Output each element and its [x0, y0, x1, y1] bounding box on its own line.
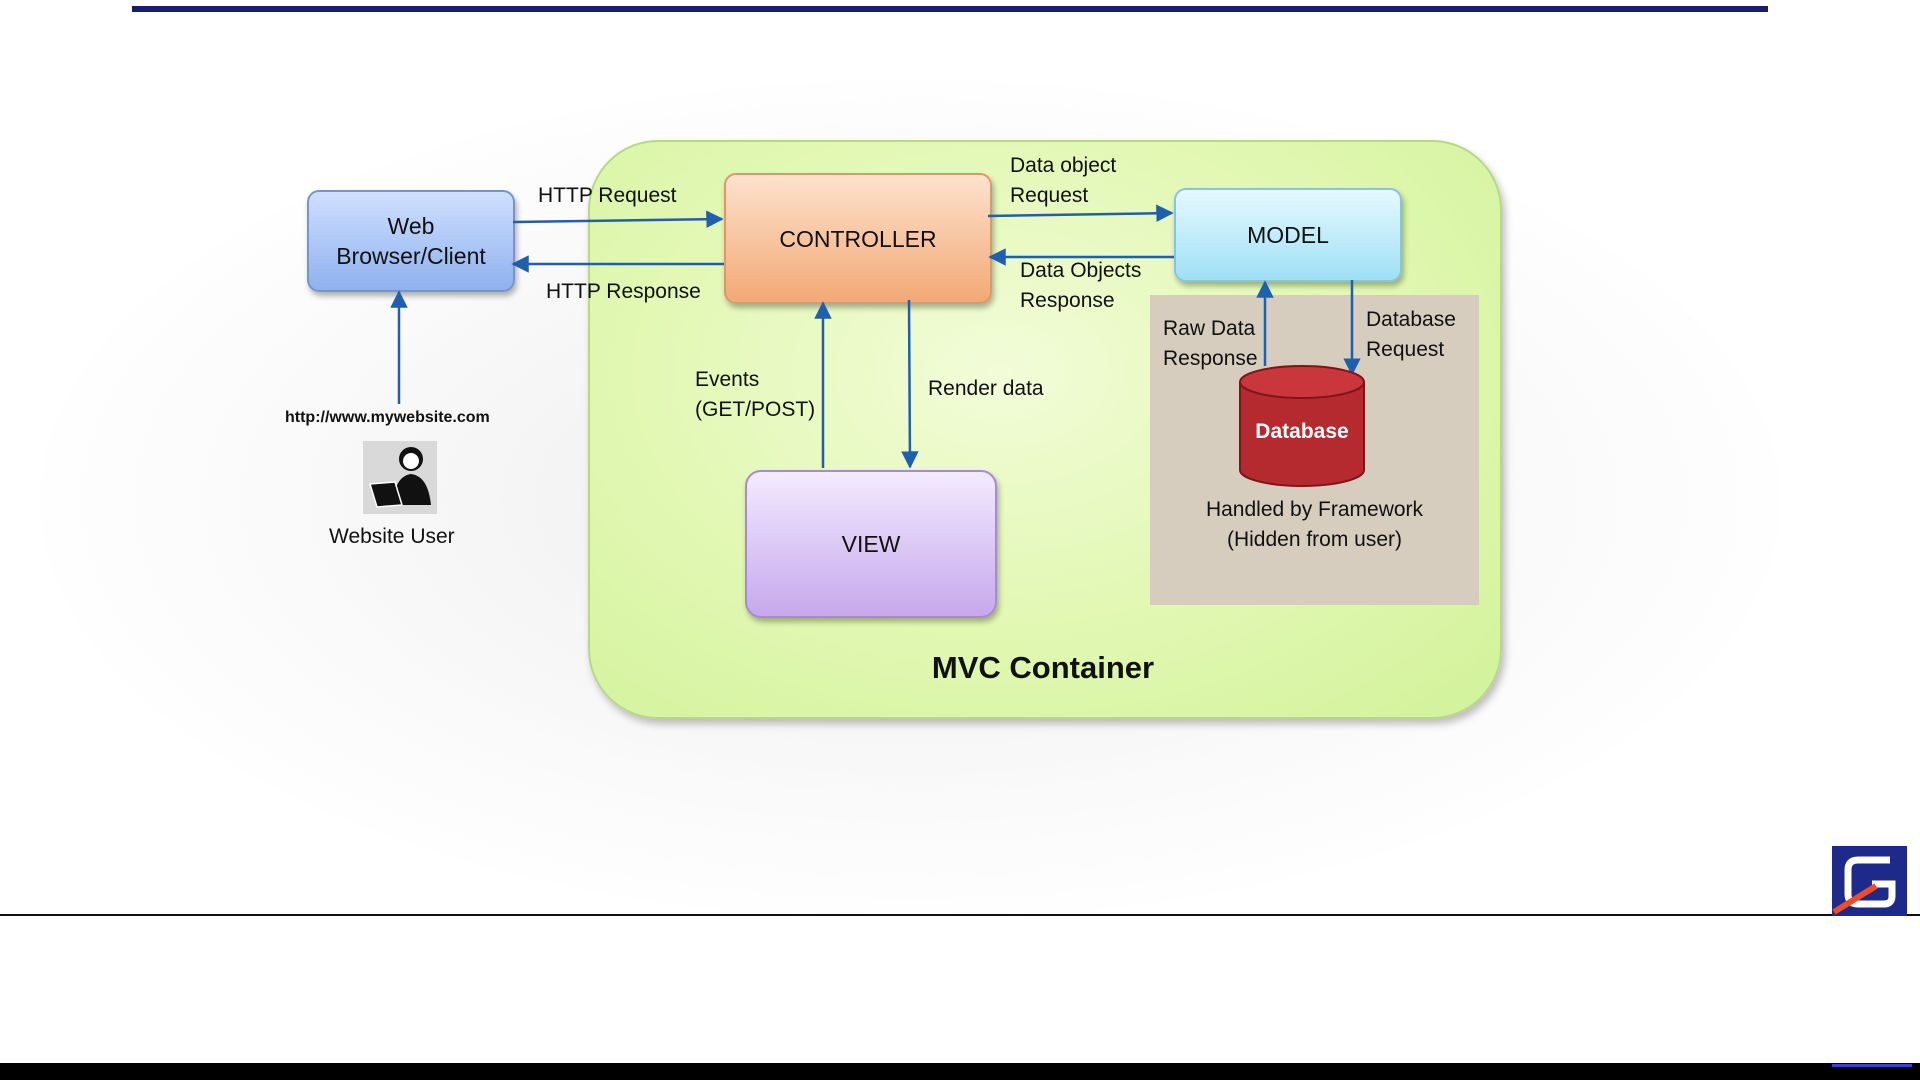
website-user-label: Website User	[329, 525, 455, 548]
http-request-label: HTTP Request	[538, 184, 677, 207]
bottom-divider	[0, 914, 1920, 916]
web-browser-node: Web Browser/Client	[307, 190, 515, 292]
http-request-arrow	[512, 210, 724, 228]
events-label-2: (GET/POST)	[695, 398, 816, 421]
top-accent-bar	[132, 6, 1768, 12]
database-cylinder	[1239, 365, 1365, 487]
raw-data-response-label-1: Raw Data	[1163, 317, 1256, 340]
browser-label-line1: Web	[387, 213, 435, 239]
data-object-request-label-1: Data object	[1010, 154, 1117, 177]
framework-note-line1: Handled by Framework	[1205, 498, 1424, 521]
data-objects-response-label-2: Response	[1020, 289, 1115, 312]
model-node: MODEL	[1174, 188, 1402, 282]
raw-data-response-label-2: Response	[1163, 347, 1258, 370]
database-request-label-2: Request	[1366, 338, 1445, 361]
view-label: VIEW	[841, 531, 901, 557]
bottom-blue-accent	[1832, 1064, 1912, 1067]
controller-node: CONTROLLER	[724, 173, 992, 304]
data-object-request-arrow	[987, 204, 1174, 223]
data-object-request-label-2: Request	[1010, 184, 1089, 207]
view-node: VIEW	[745, 470, 997, 618]
http-response-label: HTTP Response	[546, 280, 701, 303]
brand-logo	[1832, 846, 1907, 916]
browser-label-line2: Browser/Client	[336, 243, 486, 269]
framework-note-line2: (Hidden from user)	[1226, 528, 1403, 551]
website-user-icon	[363, 441, 437, 514]
events-label-1: Events	[695, 368, 760, 391]
website-url: http://www.mywebsite.com	[285, 409, 490, 426]
render-data-arrow	[901, 299, 919, 469]
mvc-container-label: MVC Container	[931, 650, 1155, 685]
database-label: Database	[1255, 420, 1349, 443]
bottom-black-strip	[0, 1063, 1920, 1080]
data-objects-response-label-1: Data Objects	[1020, 259, 1142, 282]
database-request-label-1: Database	[1366, 308, 1456, 331]
model-label: MODEL	[1247, 222, 1329, 248]
render-data-label: Render data	[928, 377, 1044, 400]
controller-label: CONTROLLER	[779, 225, 937, 252]
logo-icon	[1832, 856, 1896, 915]
